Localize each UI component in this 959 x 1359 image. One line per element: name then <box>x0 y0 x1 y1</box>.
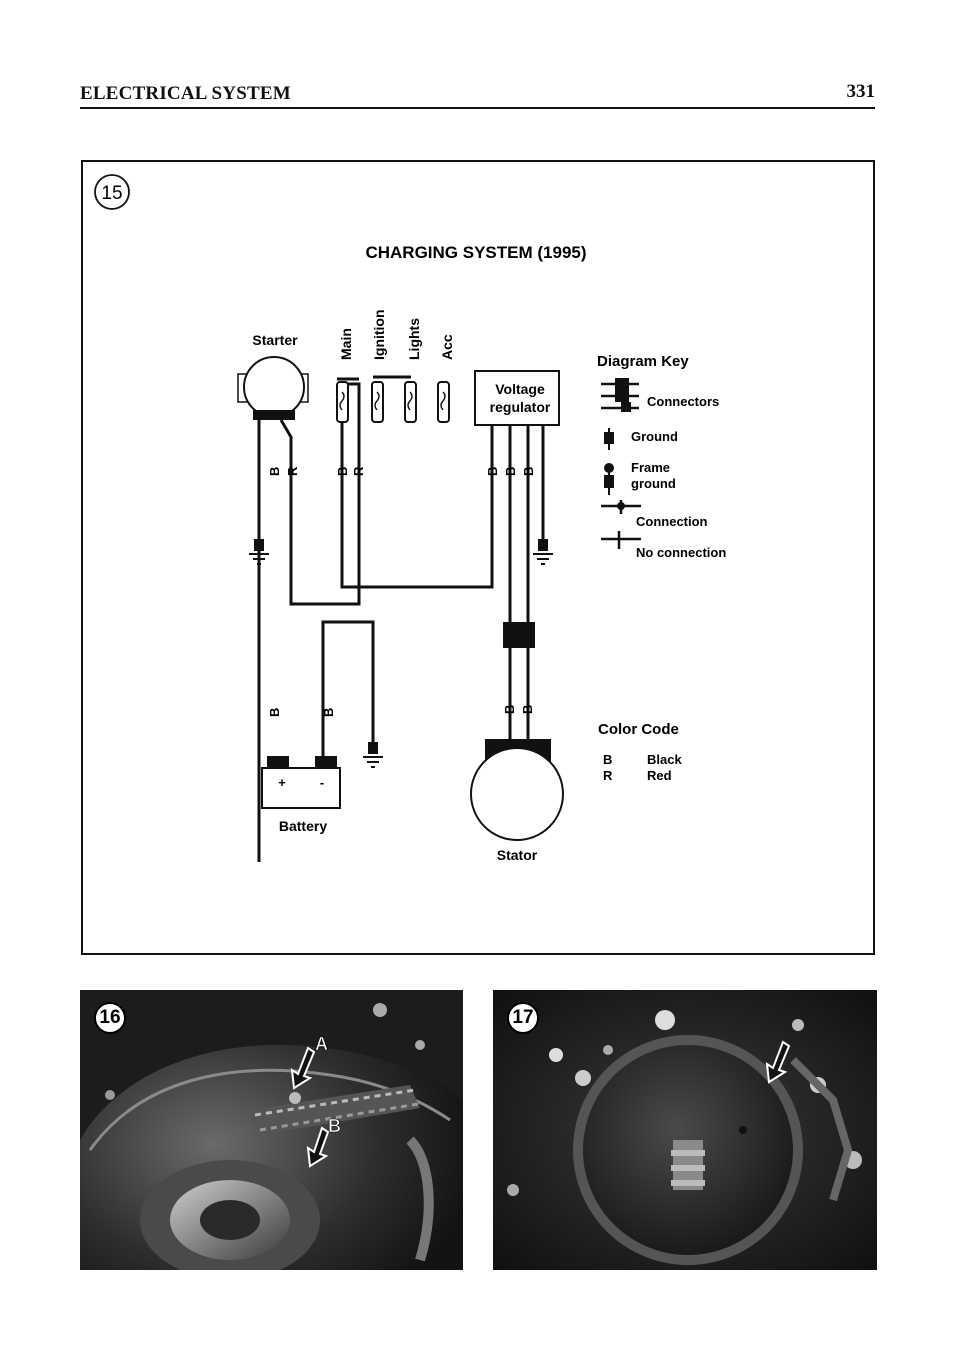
stator-cover-photo <box>493 990 877 1270</box>
fuse-acc <box>437 381 450 423</box>
color-code-title: Color Code <box>598 721 679 738</box>
key-frame-line2: ground <box>631 476 676 491</box>
wiring-diagram: 15 CHARGING SYSTEM (1995) Starter B R <box>94 174 726 863</box>
switch-label-lights: Lights <box>406 318 422 360</box>
starter-motor: Starter <box>237 332 309 420</box>
figure-16-photo: A B 16 <box>80 990 463 1270</box>
wire-letter: B <box>267 708 282 717</box>
wire-letter: B <box>267 467 282 476</box>
figure-17-photo: 17 <box>493 990 877 1270</box>
color-code: Color Code B Black R Red <box>598 721 682 783</box>
wire-letter: R <box>285 466 300 476</box>
key-ground: Ground <box>631 429 678 444</box>
fuse-main <box>336 381 349 423</box>
color-code-name: Red <box>647 768 672 783</box>
key-frame-line1: Frame <box>631 460 670 475</box>
diagram-title: CHARGING SYSTEM (1995) <box>365 243 586 262</box>
ground-symbol-battery <box>363 742 383 768</box>
wire-letter: B <box>321 708 336 717</box>
figure-number: 15 <box>101 183 122 204</box>
figure-16-number: 16 <box>94 1002 126 1034</box>
wire-letter: R <box>351 466 366 476</box>
diagram-key-title: Diagram Key <box>597 353 689 370</box>
fuse-block <box>336 375 450 423</box>
fuse-lights <box>404 381 417 423</box>
color-code-letter: B <box>603 752 612 767</box>
figure-17-number: 17 <box>507 1002 539 1034</box>
no-connection-key-icon <box>601 531 641 549</box>
wire-letter: B <box>520 705 535 714</box>
page-number: 331 <box>846 81 876 102</box>
callout-label-a: A <box>315 1034 328 1054</box>
color-code-name: Black <box>647 752 682 767</box>
diagram-key: Diagram Key Connectors Ground Frame grou… <box>597 353 726 560</box>
regulator-label-line2: regulator <box>490 399 551 415</box>
callout-label-b: B <box>328 1116 341 1136</box>
voltage-regulator: Voltage regulator <box>474 370 560 426</box>
battery-minus: - <box>320 775 324 790</box>
key-connectors: Connectors <box>647 394 719 409</box>
callout-arrow-a: A <box>290 1034 328 1090</box>
starter-label: Starter <box>252 332 298 348</box>
figure-number-badge: 15 <box>94 174 130 210</box>
callout-arrow <box>765 1040 791 1084</box>
key-connection: Connection <box>636 514 708 529</box>
wire-letter: B <box>502 705 517 714</box>
wire-letter: B <box>335 467 350 476</box>
callout-arrow-b: B <box>306 1116 341 1168</box>
wire-letter: B <box>485 467 500 476</box>
regulator-wires <box>508 425 545 742</box>
ground-symbol-regulator <box>533 539 553 565</box>
wire-letter: B <box>521 467 536 476</box>
page-header: ELECTRICAL SYSTEM 331 <box>80 80 875 110</box>
figure-15-charging-diagram: 15 CHARGING SYSTEM (1995) Starter B R <box>81 160 875 955</box>
regulator-label-line1: Voltage <box>495 381 545 397</box>
ground-key-icon <box>604 428 614 450</box>
wire-letter: B <box>503 467 518 476</box>
switch-label-acc: Acc <box>439 334 455 360</box>
battery-wires <box>257 620 375 852</box>
engine-cover-photo: A B <box>80 990 463 1270</box>
main-switch-wires <box>340 382 494 589</box>
stator-label: Stator <box>497 847 538 863</box>
fuse-ignition <box>371 381 384 423</box>
header-rule <box>80 107 875 109</box>
battery-plus: + <box>278 775 286 790</box>
key-no-connection: No connection <box>636 545 726 560</box>
switch-label-ignition: Ignition <box>371 309 387 360</box>
stator-connector <box>503 622 535 648</box>
connectors-key-icon <box>601 378 639 412</box>
section-title: ELECTRICAL SYSTEM <box>80 83 291 104</box>
battery: + - Battery <box>261 756 341 834</box>
ground-symbol-starter <box>249 527 269 565</box>
battery-label: Battery <box>279 818 327 834</box>
frame-ground-key-icon <box>604 463 614 495</box>
color-code-letter: R <box>603 768 613 783</box>
connection-key-icon <box>601 500 641 514</box>
stator: Stator <box>470 739 564 863</box>
switch-label-main: Main <box>338 328 354 360</box>
